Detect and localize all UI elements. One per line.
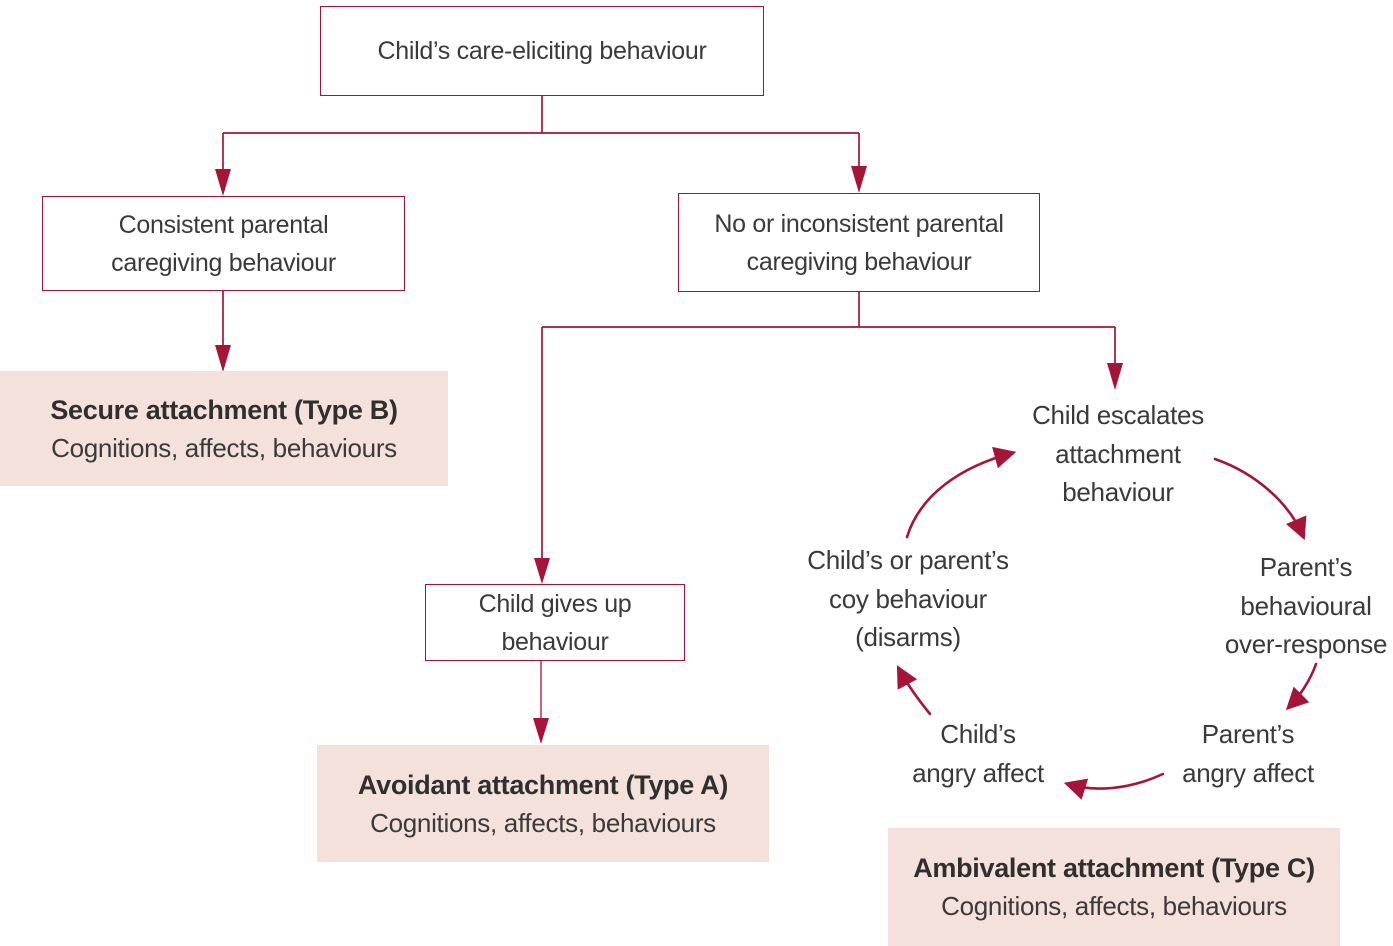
node-inconsistent-line2: caregiving behaviour — [746, 247, 972, 276]
outcome-secure-title: Secure attachment (Type B) — [50, 394, 398, 425]
arrowhead-into-secure — [215, 345, 231, 372]
outcome-avoidant: Avoidant attachment (Type A) Cognitions,… — [317, 745, 769, 862]
outcome-ambivalent-title: Ambivalent attachment (Type C) — [913, 853, 1315, 883]
arrowhead-into-givesup — [534, 558, 550, 584]
cycle-coy-line1: Child’s or parent’s — [807, 545, 1009, 575]
node-inconsistent-caregiving: No or inconsistent parental caregiving b… — [678, 193, 1040, 292]
node-consistent-line2: caregiving behaviour — [111, 248, 336, 277]
cycle-parent-angry-line1: Parent’s — [1201, 719, 1295, 749]
tree-connectors — [222, 96, 1116, 720]
outcome-ambivalent: Ambivalent attachment (Type C) Cognition… — [888, 828, 1340, 946]
node-care-eliciting: Child’s care-eliciting behaviour — [320, 6, 764, 96]
arrow-childangry-to-coy — [896, 665, 932, 716]
cycle-parent-over-response: Parent’s behavioural over-response — [1224, 548, 1388, 664]
node-gives-up-line2: behaviour — [501, 627, 609, 656]
cycle-coy-behaviour: Child’s or parent’s coy behaviour (disar… — [807, 541, 1009, 657]
cycle-parent-over-line3: over-response — [1224, 629, 1388, 659]
arrowhead-into-avoidant — [533, 718, 549, 744]
outcome-avoidant-subtitle: Cognitions, affects, behaviours — [370, 807, 716, 838]
cycle-coy-line2: coy behaviour — [829, 583, 987, 614]
arrowhead-into-consistent — [215, 169, 231, 196]
node-consistent-line1: Consistent parental — [118, 210, 329, 239]
arrow-coy-to-escalates — [905, 446, 1017, 539]
cycle-child-escalates: Child escalates attachment behaviour — [1032, 396, 1204, 512]
cycle-parent-angry-affect: Parent’s angry affect — [1182, 715, 1314, 792]
cycle-child-angry-line2: angry affect — [912, 757, 1044, 788]
outcome-secure-subtitle: Cognitions, affects, behaviours — [51, 432, 397, 463]
outcome-ambivalent-subtitle: Cognitions, affects, behaviours — [941, 891, 1287, 921]
outcome-avoidant-title: Avoidant attachment (Type A) — [357, 769, 729, 800]
node-consistent-caregiving: Consistent parental caregiving behaviour — [42, 196, 405, 291]
cycle-parent-over-line1: Parent’s — [1259, 552, 1353, 582]
arrow-overresponse-to-parentangry — [1285, 662, 1318, 711]
node-care-eliciting-text: Child’s care-eliciting behaviour — [377, 37, 707, 65]
cycle-child-escalates-line2: attachment — [1055, 438, 1181, 469]
cycle-child-angry-line1: Child’s — [940, 719, 1016, 749]
arrowhead-into-escalates — [1107, 363, 1123, 390]
cycle-child-escalates-line1: Child escalates — [1032, 400, 1204, 430]
node-child-gives-up: Child gives up behaviour — [425, 584, 685, 661]
cycle-parent-over-line2: behavioural — [1240, 590, 1372, 621]
arrow-parentangry-to-childangry — [1063, 772, 1165, 800]
cycle-coy-line3: (disarms) — [855, 622, 961, 652]
cycle-parent-angry-line2: angry affect — [1182, 757, 1314, 788]
cycle-child-escalates-line3: behaviour — [1062, 477, 1174, 507]
node-gives-up-line1: Child gives up — [478, 589, 632, 618]
outcome-secure: Secure attachment (Type B) Cognitions, a… — [0, 371, 448, 486]
tree-arrowheads — [215, 166, 1123, 744]
node-inconsistent-line1: No or inconsistent parental — [714, 209, 1004, 238]
arrow-escalates-to-overresponse — [1213, 457, 1307, 541]
arrowhead-into-inconsistent — [851, 166, 867, 193]
cycle-child-angry-affect: Child’s angry affect — [912, 715, 1044, 792]
cycle-arrows — [896, 446, 1318, 800]
